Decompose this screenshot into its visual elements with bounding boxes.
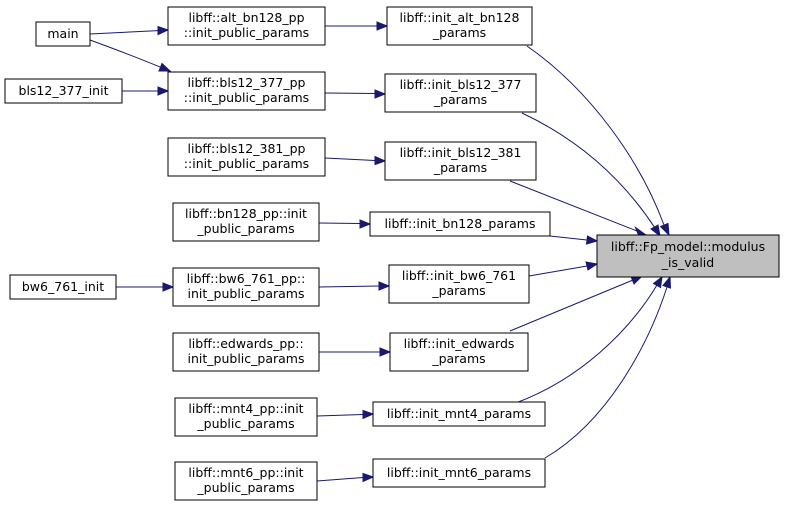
arrowhead-main-to-alt-bn128-pp	[157, 25, 170, 36]
arrowhead-bls12-377-init-to-bls12-377-pp	[157, 86, 170, 96]
node-init-bls12-377-label-line-1: libff::init_bls12_377	[400, 77, 522, 92]
arrowhead-init-alt-bn128-to-fp-model	[659, 222, 670, 237]
node-init-bn128-label: libff::init_bn128_params	[385, 216, 536, 231]
arrowhead-init-bn128-to-fp-model	[585, 235, 599, 245]
arrowhead-bn128-pp-to-init-bn128	[359, 219, 372, 229]
arrowhead-init-mnt6-to-fp-model	[662, 275, 672, 289]
node-init-bls12-381-params[interactable]: libff::init_bls12_381 _params	[384, 141, 537, 181]
edge-init-alt-bn128-to-fp-model	[526, 45, 665, 226]
node-bw6-761-pp-init-public-params[interactable]: libff::bw6_761_pp:: init_public_params	[172, 267, 320, 307]
arrowhead-mnt6-pp-to-init-mnt6	[362, 472, 375, 483]
node-init-alt-bn128-label-line-1: libff::init_alt_bn128	[400, 10, 520, 25]
node-bw6-761-pp-label-line-1: libff::bw6_761_pp::	[187, 271, 306, 286]
node-init-alt-bn128-params[interactable]: libff::init_alt_bn128 _params	[386, 6, 533, 46]
node-fp-model-label-line-1: libff::Fp_model::modulus	[611, 239, 765, 254]
nodes-layer: main bls12_377_init bw6_761_init libff::…	[4, 6, 780, 501]
node-init-edwards-label-line-1: libff::init_edwards	[404, 336, 515, 351]
arrowhead-init-bw6-761-to-fp-model	[585, 261, 599, 271]
arrowhead-alt-bn128-pp-to-init-alt-bn128	[376, 21, 389, 31]
node-edwards-pp-label-line-2: init_public_params	[188, 351, 305, 366]
arrowhead-mnt4-pp-to-init-mnt4	[362, 409, 375, 420]
node-mnt6-pp-label-line-1: libff::mnt6_pp::init	[188, 465, 303, 480]
node-bls12-377-pp-label-line-1: libff::bls12_377_pp	[188, 75, 306, 90]
node-init-bn128-params[interactable]: libff::init_bn128_params	[369, 211, 551, 237]
node-mnt4-pp-label-line-1: libff::mnt4_pp::init	[188, 401, 303, 416]
edge-init-bls12-377-to-fp-model	[521, 112, 656, 229]
edge-init-bn128-to-fp-model	[549, 235, 588, 241]
arrowhead-main-to-bls12-377-pp	[158, 62, 172, 72]
node-bw6-761-init[interactable]: bw6_761_init	[9, 274, 117, 300]
node-init-edwards-label-line-2: _params	[431, 351, 485, 366]
node-mnt4-pp-init-public-params[interactable]: libff::mnt4_pp::init _public_params	[174, 397, 318, 437]
edges-layer	[89, 21, 672, 483]
node-init-bls12-377-params[interactable]: libff::init_bls12_377 _params	[384, 73, 537, 113]
arrowhead-init-bls12-377-to-fp-model	[650, 224, 661, 238]
edge-bn128-pp-to-init-bn128	[318, 222, 361, 224]
node-alt-bn128-pp-label-line-2: ::init_public_params	[184, 25, 309, 40]
node-init-bls12-377-label-line-2: _params	[433, 92, 487, 107]
node-init-mnt6-label: libff::init_mnt6_params	[387, 465, 531, 480]
node-alt-bn128-pp-init-public-params[interactable]: libff::alt_bn128_pp ::init_public_params	[167, 6, 326, 46]
node-init-edwards-params[interactable]: libff::init_edwards _params	[389, 332, 529, 372]
node-init-mnt6-params[interactable]: libff::init_mnt6_params	[372, 458, 546, 488]
node-bn128-pp-label-line-1: libff::bn128_pp::init	[185, 206, 307, 221]
node-main[interactable]: main	[35, 21, 91, 47]
edge-init-edwards-to-fp-model	[509, 279, 634, 332]
edge-bls12-377-pp-to-init-bls12-377	[324, 92, 376, 94]
node-main-label: main	[47, 26, 78, 41]
arrowhead-bw6-761-init-to-bw6-761-pp	[162, 282, 175, 292]
node-bls12-377-pp-init-public-params[interactable]: libff::bls12_377_pp ::init_public_params	[167, 71, 326, 111]
edge-mnt4-pp-to-init-mnt4	[316, 414, 364, 417]
node-bw6-761-pp-label-line-2: init_public_params	[188, 286, 305, 301]
arrowhead-edwards-pp-to-init-edwards	[379, 347, 392, 357]
edge-init-mnt4-to-fp-model	[512, 284, 658, 405]
node-bls12-377-init[interactable]: bls12_377_init	[4, 78, 123, 104]
edge-init-bw6-761-to-fp-model	[528, 265, 588, 277]
edge-bw6-761-pp-to-init-bw6-761	[318, 285, 380, 288]
edge-init-bls12-381-to-fp-model	[509, 180, 638, 232]
node-bls12-381-pp-label-line-2: ::init_public_params	[184, 156, 309, 171]
node-init-mnt4-label: libff::init_mnt4_params	[387, 406, 531, 421]
arrowhead-bls12-381-pp-to-init-bls12-381	[374, 155, 387, 166]
node-bw6-761-init-label: bw6_761_init	[22, 279, 104, 294]
node-init-bw6-761-label-line-1: libff::init_bw6_761	[402, 268, 516, 283]
edge-init-mnt6-to-fp-model	[544, 286, 668, 459]
edge-mnt6-pp-to-init-mnt6	[316, 477, 364, 482]
arrowhead-bls12-377-pp-to-init-bls12-377	[374, 89, 387, 99]
node-edwards-pp-label-line-1: libff::edwards_pp::	[188, 336, 303, 351]
node-bls12-381-pp-init-public-params[interactable]: libff::bls12_381_pp ::init_public_params	[167, 137, 326, 177]
node-bls12-377-pp-label-line-2: ::init_public_params	[184, 90, 309, 105]
node-mnt6-pp-label-line-2: _public_params	[196, 480, 294, 495]
node-mnt6-pp-init-public-params[interactable]: libff::mnt6_pp::init _public_params	[174, 461, 318, 501]
edge-bls12-381-pp-to-init-bls12-381	[324, 157, 376, 161]
node-init-alt-bn128-label-line-2: _params	[432, 25, 486, 40]
node-init-bls12-381-label-line-1: libff::init_bls12_381	[400, 145, 522, 160]
node-bls12-377-init-label: bls12_377_init	[19, 83, 109, 98]
node-fp-model-label-line-2: _is_valid	[661, 255, 714, 270]
edge-main-to-alt-bn128-pp	[89, 30, 159, 35]
node-init-bls12-381-label-line-2: _params	[433, 160, 487, 175]
arrowhead-bw6-761-pp-to-init-bw6-761	[378, 281, 391, 291]
arrowhead-init-mnt4-to-fp-model	[652, 275, 663, 289]
node-edwards-pp-init-public-params[interactable]: libff::edwards_pp:: init_public_params	[172, 332, 320, 372]
node-init-bw6-761-label-line-2: _params	[431, 283, 485, 298]
node-bn128-pp-init-public-params[interactable]: libff::bn128_pp::init _public_params	[172, 202, 320, 242]
node-init-mnt4-params[interactable]: libff::init_mnt4_params	[372, 401, 546, 427]
node-bls12-381-pp-label-line-1: libff::bls12_381_pp	[188, 141, 306, 156]
edge-main-to-bls12-377-pp	[89, 39, 161, 68]
node-bn128-pp-label-line-2: _public_params	[196, 221, 294, 236]
node-init-bw6-761-params[interactable]: libff::init_bw6_761 _params	[388, 264, 530, 304]
arrowhead-init-bls12-381-to-fp-model	[634, 226, 648, 236]
node-alt-bn128-pp-label-line-1: libff::alt_bn128_pp	[188, 10, 304, 25]
node-fp-model-modulus-is-valid[interactable]: libff::Fp_model::modulus _is_valid	[596, 234, 780, 278]
node-mnt4-pp-label-line-2: _public_params	[196, 416, 294, 431]
